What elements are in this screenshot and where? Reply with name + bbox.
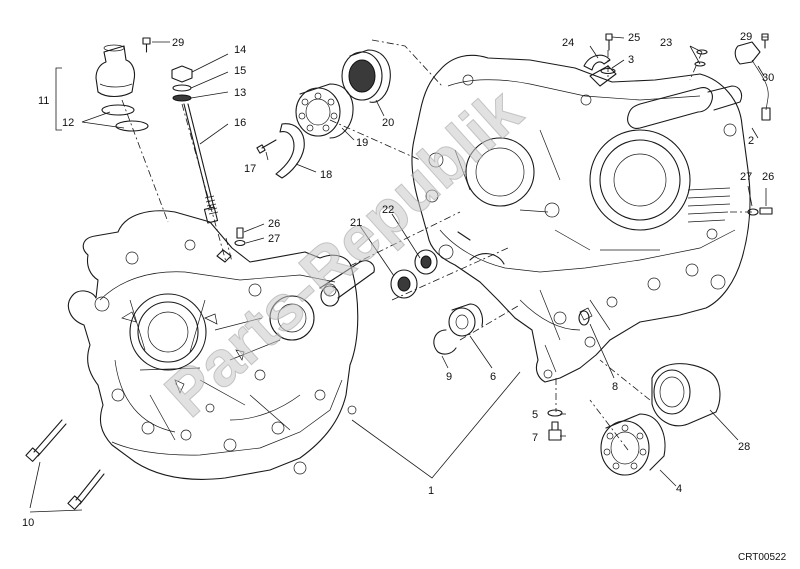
callout-22: 22 [382,204,394,216]
callout-26-right: 26 [762,171,774,183]
callout-7: 7 [532,432,538,444]
watermark: Parts-Republik [151,74,535,430]
callout-8: 8 [612,381,618,393]
o-ring-upper [101,104,135,116]
sleeve-tube-21 [319,260,375,307]
callout-6: 6 [490,371,496,383]
callout-21: 21 [350,217,362,229]
bolt-10-upper [25,419,67,462]
bearing-22 [390,249,438,299]
dowel-26-left [236,227,244,239]
callout-30: 30 [762,72,774,84]
o-ring-23b [694,61,706,67]
callout-19: 19 [356,137,368,149]
callout-24: 24 [562,37,574,49]
callout-27-left: 27 [268,233,280,245]
screw-17 [256,139,277,154]
callout-1: 1 [428,485,434,497]
callout-27-right: 27 [740,171,752,183]
left-crankcase-half [67,210,359,480]
screw-top-left [142,37,151,53]
drawing-code: CRT00522 [738,552,787,563]
callout-11: 11 [38,95,49,107]
leader-lines [29,36,768,513]
callout-29-right: 29 [740,31,752,43]
callout-23: 23 [660,37,672,49]
drain-plug-7 [548,421,562,441]
washer-5 [547,409,563,417]
nut-and-washers [171,65,193,102]
bearing-6 [448,303,484,337]
circlip-9 [433,329,457,355]
callout-10: 10 [22,517,34,529]
bushing-sleeve-20 [341,49,391,103]
right-crankcase-half [411,54,751,383]
callout-28: 28 [738,441,750,453]
callout-15: 15 [234,65,246,77]
bracket-24 [583,54,611,71]
callout-25: 25 [628,32,640,44]
o-ring-lower [115,120,149,132]
callout-labels: 1 2 3 4 5 6 7 8 9 10 11 12 13 14 15 16 1… [22,31,774,529]
breather-housing [95,44,136,98]
callout-14: 14 [234,44,246,56]
long-stud [183,103,219,224]
washer-27-left [234,239,246,247]
o-ring-23a [696,49,708,55]
callout-17: 17 [244,163,256,175]
callout-26-left: 26 [268,218,280,230]
callout-16: 16 [234,117,246,129]
retaining-plate [275,123,305,179]
bushing-28 [651,363,721,427]
callout-29-left: 29 [172,37,184,49]
callout-2: 2 [748,135,754,147]
bolt-10-lower [67,469,105,510]
callout-20: 20 [382,117,394,129]
dowel-26-right [759,207,773,215]
bearing-19 [295,83,354,139]
assembly-axis-lines [121,39,752,451]
callout-12: 12 [62,117,74,129]
callout-3: 3 [628,54,634,66]
callout-13: 13 [234,87,246,99]
o-ring-8 [578,310,590,326]
screw-25 [605,33,613,41]
callout-5: 5 [532,409,538,421]
callout-4: 4 [676,483,682,495]
sensor-30 [734,41,771,121]
bearing-4 [600,413,666,476]
callout-9: 9 [446,371,452,383]
callout-18: 18 [320,169,332,181]
